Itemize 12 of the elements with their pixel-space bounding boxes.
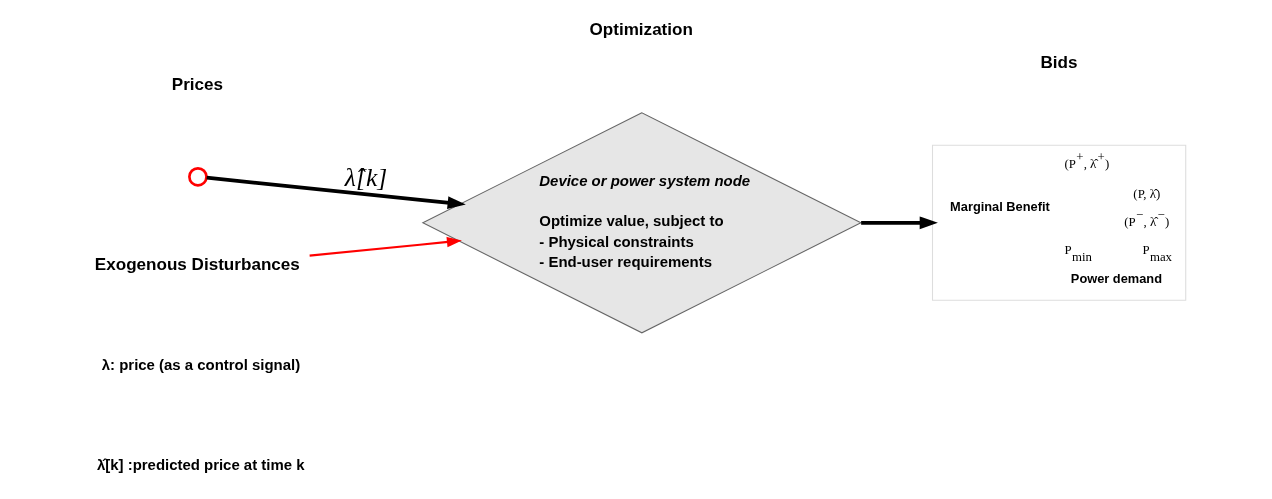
label: λ: price (as a control signal) [101, 355, 301, 373]
node-circle [188, 166, 208, 187]
arrow [206, 175, 466, 210]
label: λ̂[k] :predicted price at time k [96, 456, 305, 474]
label: Optimization [589, 19, 693, 39]
label: Prices [171, 75, 224, 95]
edge-label: λ̂[k] [344, 162, 388, 192]
label: Bids [1040, 52, 1078, 72]
node-diamond: Device or power system node Optimize value, subject to - Physical constraints - End-user requirements [421, 112, 863, 334]
arrow [309, 236, 462, 257]
arrow [861, 216, 938, 230]
node-text: Exogenous Disturbances [94, 254, 300, 274]
